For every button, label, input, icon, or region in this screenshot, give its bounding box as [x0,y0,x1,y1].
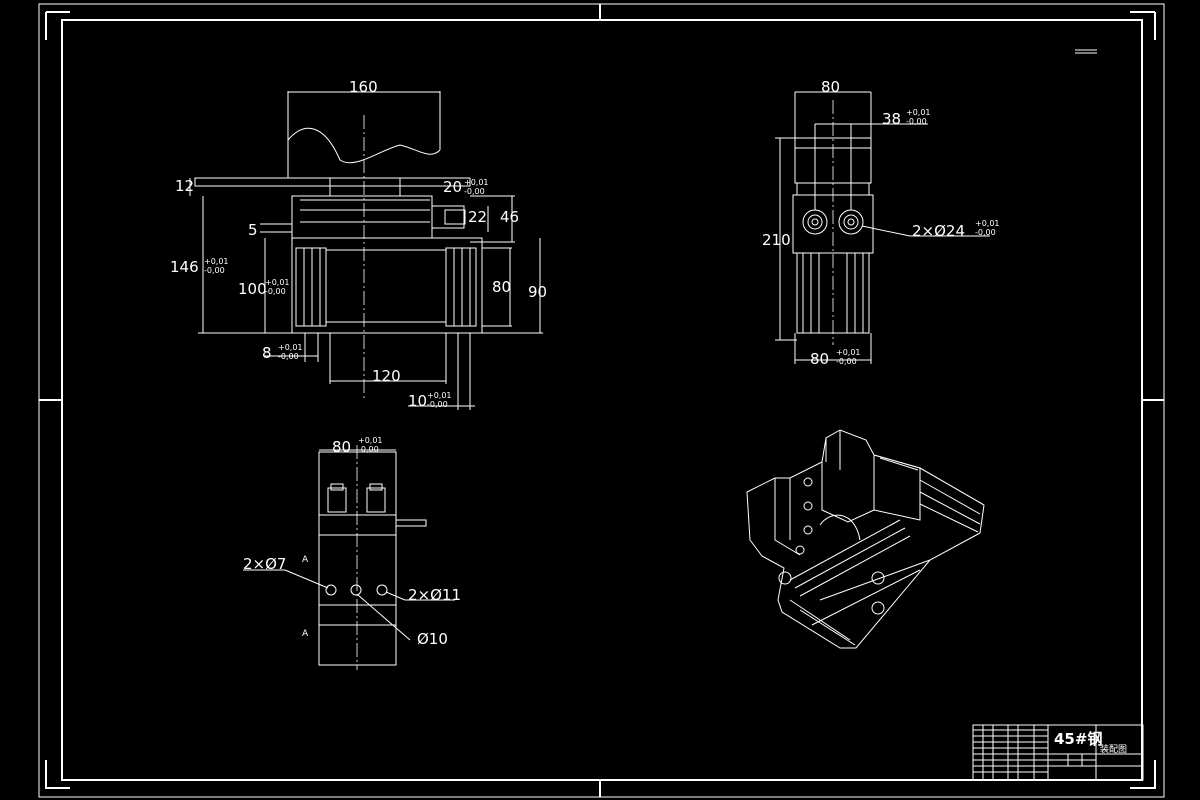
side-dim-38-tol-upper: +0,01 [906,108,931,117]
dim-20-tol-upper: +0,01 [464,178,489,187]
bottom-view: A A 80 +0,01 -0,00 2×Ø7 2×Ø11 Ø10 [243,436,461,670]
dim-100: 100 [238,280,267,298]
dim-8-tol-upper: +0,01 [278,343,303,352]
side-dim-38: 38 [882,110,901,128]
front-view: 160 12 20 +0,01 -0,00 22 46 5 146 +0,01 … [170,78,547,410]
hole-11-label: 2×Ø11 [408,586,461,604]
side-dim-210: 210 [762,231,791,249]
svg-text:A: A [302,555,309,565]
dim-146-tol-upper: +0,01 [204,257,229,266]
side-hole-tol-upper: +0,01 [975,219,1000,228]
sheet-frame [38,3,1165,798]
dim-10-tol-upper: +0,01 [427,391,452,400]
dim-90: 90 [528,283,547,301]
dim-100-tol-lower: -0,00 [265,287,286,296]
dim-20: 20 [443,178,462,196]
dim-10-tol-lower: -0,00 [427,400,448,409]
dim-146: 146 [170,258,199,276]
hole-10-label: Ø10 [417,630,448,648]
part-name-label: 装配图 [1100,743,1127,755]
dim-12: 12 [175,177,194,195]
hole-7-label: 2×Ø7 [243,555,286,573]
side-dim-80-bottom: 80 [810,350,829,368]
dim-146-tol-lower: -0,00 [204,266,225,275]
dim-5: 5 [248,221,258,239]
dim-8-tol-lower: -0,00 [278,352,299,361]
side-view: 80 38 +0,01 -0,00 210 80 +0,01 -0,00 2×Ø… [762,78,1000,368]
dim-80-front: 80 [492,278,511,296]
dim-160: 160 [349,78,378,96]
side-dim-80-top: 80 [821,78,840,96]
side-hole-label: 2×Ø24 [912,222,965,240]
bottom-dim-80-tol-upper: +0,01 [358,436,383,445]
title-block: 45#钢 装配图 [972,724,1144,781]
side-dim-80-tol-lower: -0,00 [836,357,857,366]
dim-22: 22 [468,208,487,226]
bottom-dim-80-tol-lower: -0,00 [358,445,379,454]
dim-120: 120 [372,367,401,385]
bottom-dim-80: 80 [332,438,351,456]
side-dim-38-tol-lower: -0,00 [906,117,927,126]
dim-10: 10 [408,392,427,410]
side-dim-80-tol-upper: +0,01 [836,348,861,357]
dim-20-tol-lower: -0,00 [464,187,485,196]
dim-100-tol-upper: +0,01 [265,278,290,287]
material-label: 45#钢 [1054,730,1102,748]
dim-8: 8 [262,344,272,362]
svg-text:A: A [302,629,309,639]
isometric-view [746,429,985,649]
dim-46: 46 [500,208,519,226]
side-hole-tol-lower: -0,00 [975,228,996,237]
